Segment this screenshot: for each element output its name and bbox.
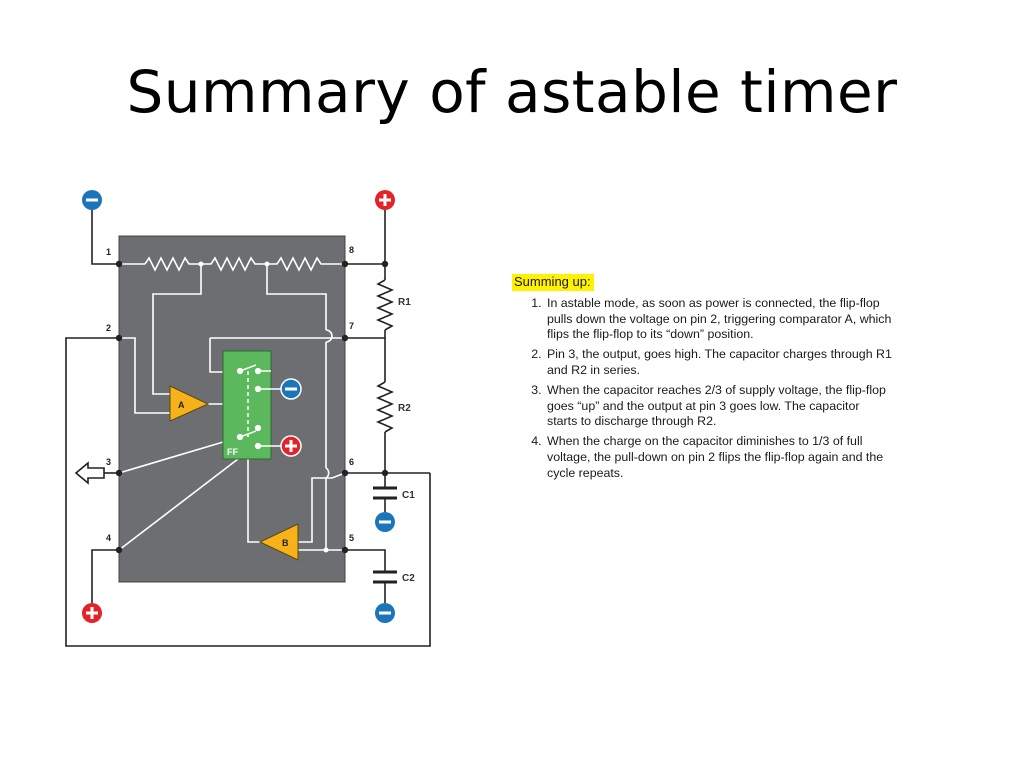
negative-terminal-icon xyxy=(280,378,302,400)
pin-label: 1 xyxy=(106,247,111,257)
summary-panel: Summing up: In astable mode, as soon as … xyxy=(512,274,892,486)
component-label-r1: R1 xyxy=(398,297,411,308)
c1-capacitor xyxy=(373,486,397,500)
summary-list: In astable mode, as soon as power is con… xyxy=(512,296,892,482)
pin-label: 3 xyxy=(106,457,111,467)
pin-label: 6 xyxy=(349,457,354,467)
comparator-a xyxy=(169,385,210,422)
output-arrow-icon xyxy=(74,461,105,485)
component-label-r2: R2 xyxy=(398,403,411,414)
negative-terminal-icon xyxy=(82,190,102,210)
pin-label: 4 xyxy=(106,533,111,543)
junction-dots xyxy=(115,260,389,554)
list-item: In astable mode, as soon as power is con… xyxy=(545,296,892,343)
flipflop-block xyxy=(222,350,272,460)
comparator-b xyxy=(258,523,299,561)
slide-title: Summary of astable timer xyxy=(126,58,898,126)
pin-label: 5 xyxy=(349,533,354,543)
positive-terminal-icon xyxy=(375,190,395,210)
r1-resistor xyxy=(375,279,395,331)
list-item: When the capacitor reaches 2/3 of supply… xyxy=(545,383,892,430)
positive-terminal-icon xyxy=(280,435,302,457)
internal-divider-resistors xyxy=(144,256,325,272)
list-item: When the charge on the capacitor diminis… xyxy=(545,434,892,481)
component-label-c2: C2 xyxy=(402,573,415,584)
c2-capacitor xyxy=(373,570,397,584)
flipflop-switch xyxy=(236,364,284,450)
internal-wiring xyxy=(118,263,346,551)
component-label-c1: C1 xyxy=(402,490,415,501)
pin-label: 2 xyxy=(106,323,111,333)
pin-label: 8 xyxy=(349,245,354,255)
list-item: Pin 3, the output, goes high. The capaci… xyxy=(545,347,892,379)
negative-terminal-icon xyxy=(375,603,395,623)
flipflop-label: FF xyxy=(227,447,238,457)
summary-heading: Summing up: xyxy=(512,274,594,291)
positive-terminal-icon xyxy=(82,603,102,623)
r2-resistor xyxy=(375,381,395,433)
pin-label: 7 xyxy=(349,321,354,331)
negative-terminal-icon xyxy=(375,512,395,532)
comparator-a-label: A xyxy=(178,400,185,410)
comparator-b-label: B xyxy=(282,538,289,548)
